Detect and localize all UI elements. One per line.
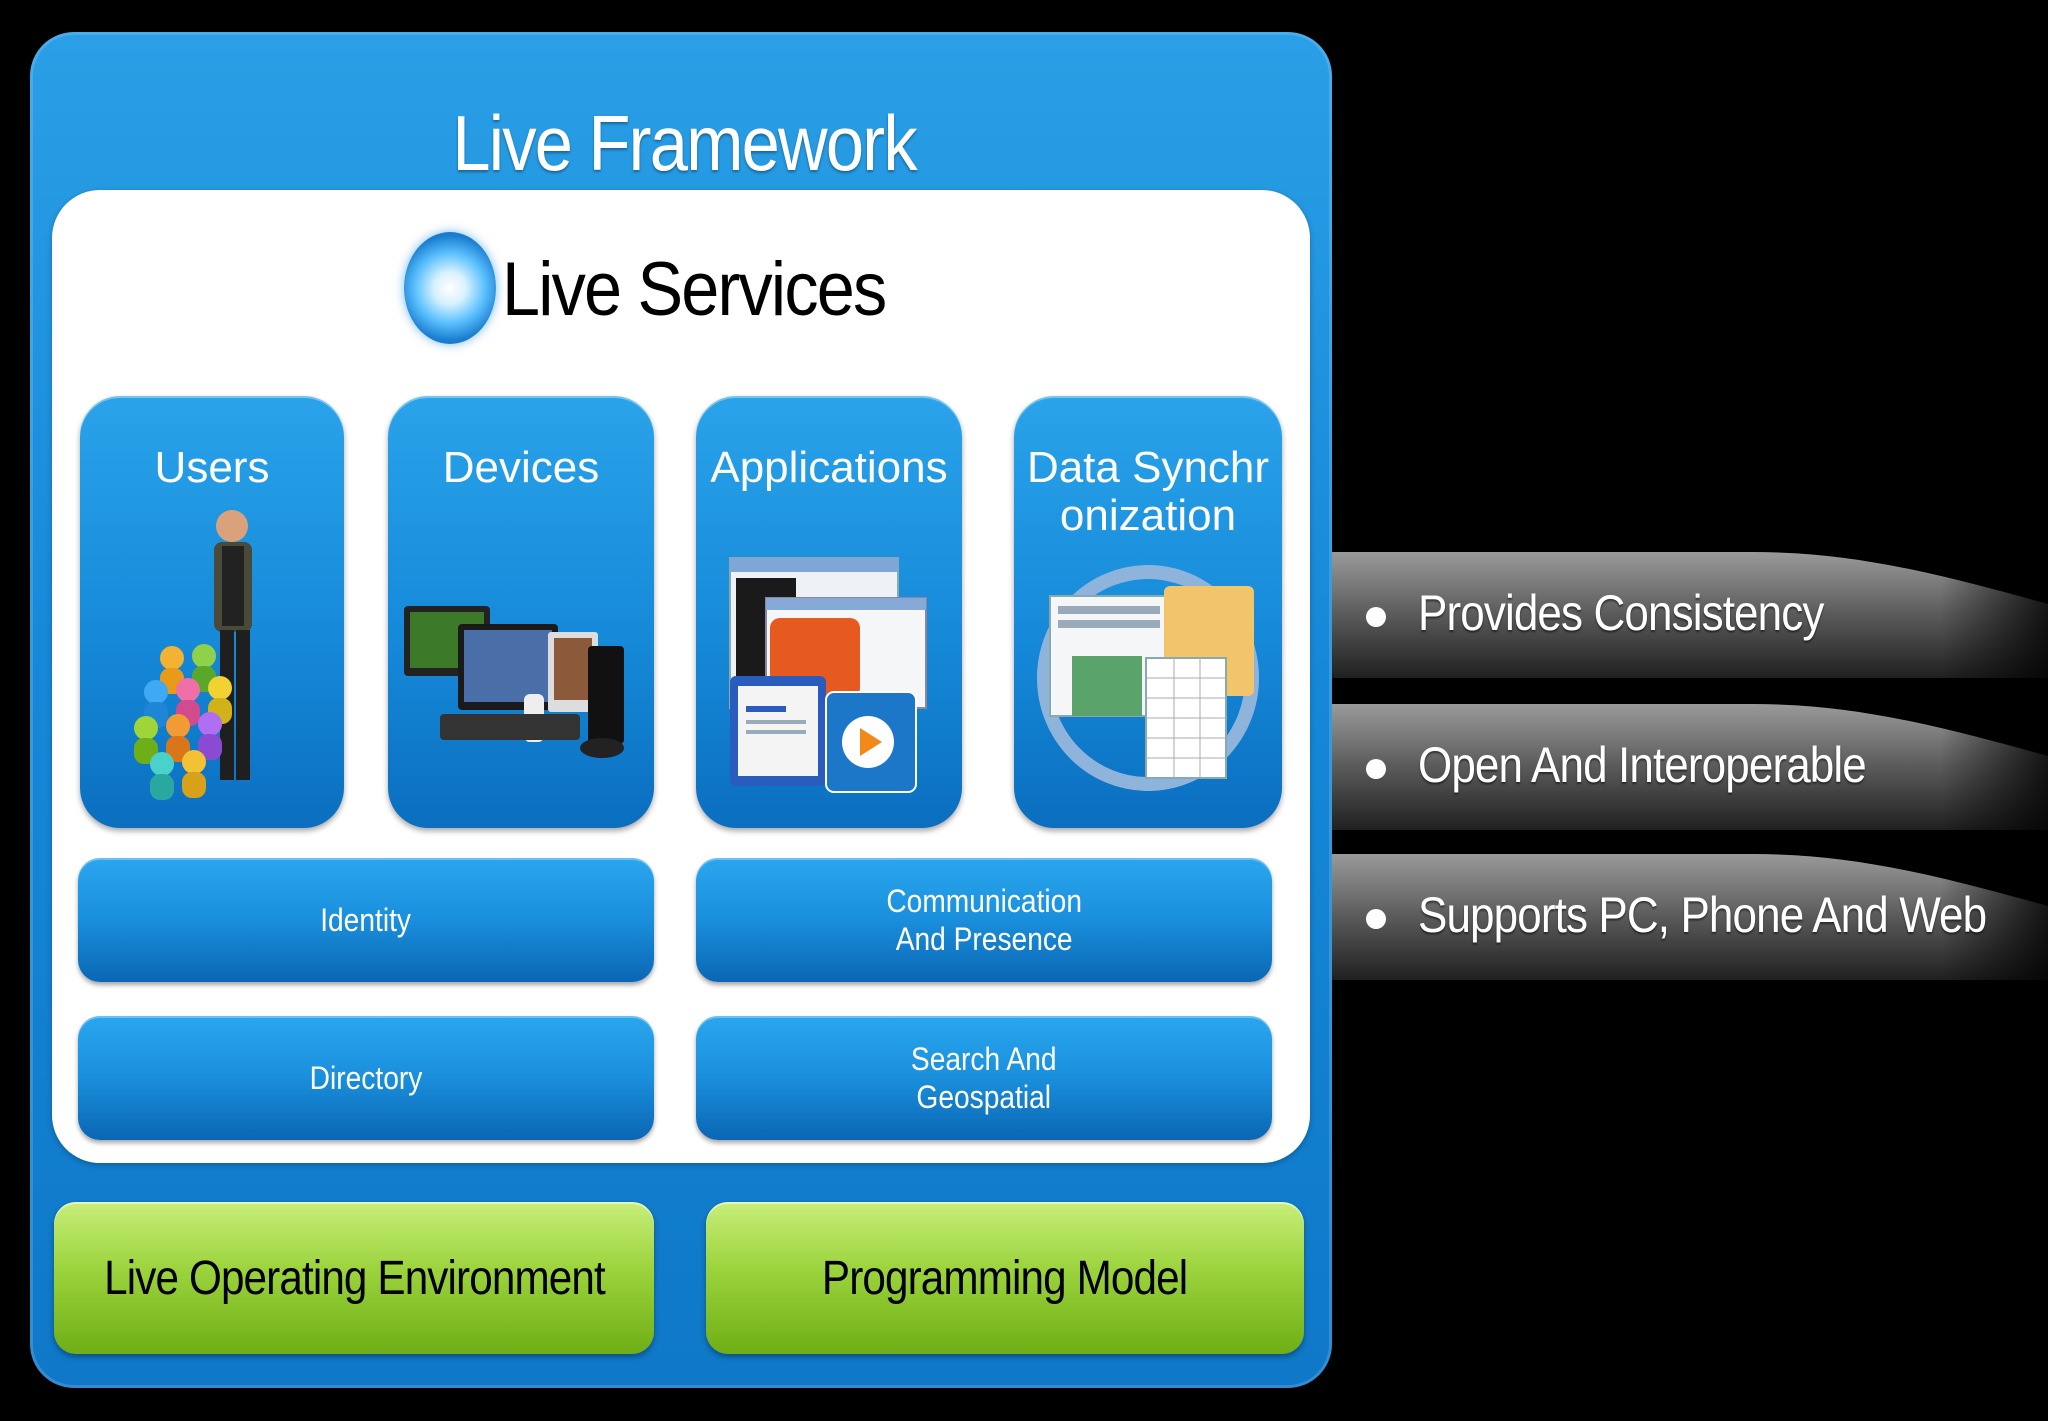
bullet-icon (1366, 607, 1386, 627)
tile-applications-label: Applications (710, 443, 948, 492)
tile-applications: Applications (696, 396, 962, 828)
tile-users: Users (80, 396, 344, 828)
ribbon-shape (1332, 704, 2048, 830)
tile-data-sync-label: Data Synchronization (1026, 443, 1270, 540)
live-services-orb-icon (404, 232, 496, 344)
directory-bar: Directory (78, 1016, 654, 1140)
services-title: Live Services (502, 247, 887, 332)
programming-model-block: Programming Model (706, 1202, 1304, 1354)
directory-label: Directory (309, 1060, 423, 1096)
programming-model-label: Programming Model (822, 1251, 1188, 1305)
data-sync-icon (1037, 565, 1259, 791)
communication-presence-bar: Communication And Presence (696, 858, 1272, 982)
users-group-icon (134, 510, 252, 800)
feature-ribbon-consistency: Provides Consistency (1332, 552, 2048, 678)
identity-bar: Identity (78, 858, 654, 982)
bullet-icon (1366, 759, 1386, 779)
tile-data-sync: Data Synchronization (1014, 396, 1282, 828)
identity-label: Identity (320, 902, 412, 938)
live-services-header: Live Services (404, 228, 924, 348)
tile-users-label: Users (154, 443, 270, 492)
bullet-icon (1366, 909, 1386, 929)
communication-presence-label: Communication And Presence (886, 883, 1082, 957)
tile-devices: Devices (388, 396, 654, 828)
search-geospatial-bar: Search And Geospatial (696, 1016, 1272, 1140)
ribbon-shape (1332, 854, 2048, 980)
feature-text: Provides Consistency (1418, 585, 1824, 641)
search-geospatial-label: Search And Geospatial (911, 1041, 1057, 1115)
ribbon-shape (1332, 552, 2048, 678)
devices-icon (404, 606, 624, 758)
feature-ribbon-open: Open And Interoperable (1332, 704, 2048, 830)
live-operating-environment-label: Live Operating Environment (103, 1251, 606, 1305)
framework-title: Live Framework (452, 99, 917, 187)
feature-text: Open And Interoperable (1418, 737, 1867, 793)
feature-ribbon-supports: Supports PC, Phone And Web (1332, 854, 2048, 980)
live-operating-environment-block: Live Operating Environment (54, 1202, 654, 1354)
tile-devices-label: Devices (442, 443, 600, 492)
applications-icon (729, 557, 927, 793)
feature-text: Supports PC, Phone And Web (1418, 887, 1987, 943)
